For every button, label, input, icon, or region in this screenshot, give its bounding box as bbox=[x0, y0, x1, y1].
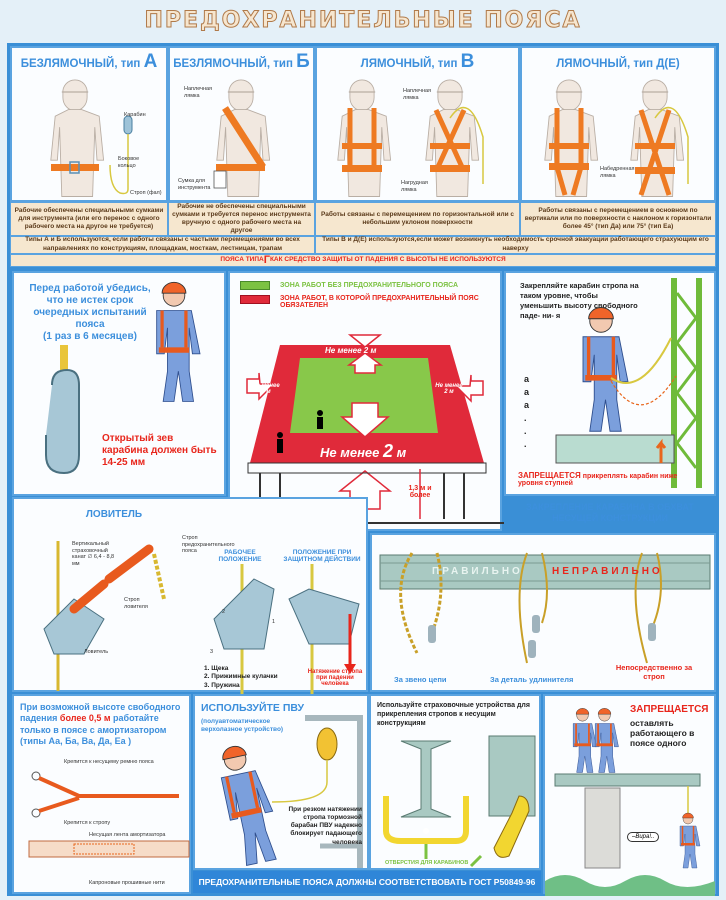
pvu-subtitle: (полуавтоматическое верхолазное устройст… bbox=[201, 718, 284, 734]
alone-panel: ЗАПРЕЩАЕТСЯ оставлять работающего в пояс… bbox=[543, 694, 716, 896]
inspection-text: Перед работой убедись, что не истек срок… bbox=[29, 283, 151, 342]
pvu-text: При резком натяжении стропа тормозной ба… bbox=[288, 806, 363, 846]
harness-back-illustration bbox=[425, 79, 484, 198]
carabiner-icon bbox=[45, 345, 80, 475]
part-number-3: 3 bbox=[210, 649, 214, 655]
type-b-description: Рабочие не обеспечены специальными сумка… bbox=[168, 202, 315, 236]
caption-extender: За деталь удлинителя bbox=[490, 675, 574, 684]
label-chest-strap: Нагрудная лямка bbox=[401, 180, 428, 193]
speech-bubble: –Вира!.. bbox=[627, 832, 660, 842]
type-a-heading: БЕЗЛЯМОЧНЫЙ, тип А bbox=[20, 51, 158, 72]
label-lanyard: Строп (фал) bbox=[130, 190, 162, 196]
gost-footer: ПРЕДОХРАНИТЕЛЬНЫЕ ПОЯСА ДОЛЖНЫ СООТВЕТСТ… bbox=[193, 871, 541, 893]
label-belt-lanyard: Строп предохранительного пояса bbox=[182, 535, 235, 555]
catcher-heading: ЛОВИТЕЛЬ bbox=[85, 509, 143, 520]
usage-vd-note: Типы В и Д(Е) используются,если может во… bbox=[315, 236, 716, 254]
devices-panel: Используйте страховочные устройства для … bbox=[369, 694, 541, 870]
type-d-description: Работы связаны с перемещением в основном… bbox=[520, 202, 716, 236]
label-attach-lanyard: Крепится к стропу bbox=[64, 820, 111, 826]
type-d-panel: ЛЯМОЧНЫЙ, тип Д(Е) Набедренная лямка bbox=[520, 46, 716, 202]
mannequin-illustration bbox=[50, 79, 105, 198]
type-a-panel: БЕЗЛЯМОЧНЫЙ, тип А Карабин Боковое кольц… bbox=[10, 46, 168, 202]
carabiner-holes-label: ОТВЕРСТИЯ ДЛЯ КАРАБИНОВ bbox=[385, 860, 469, 866]
legend-green-swatch bbox=[240, 281, 270, 290]
hanging-worker-illustration bbox=[679, 812, 701, 869]
legend-red-label: ЗОНА РАБОТ, В КОТОРОЙ ПРЕДОХРАНИТЕЛЬНЫЙ … bbox=[280, 295, 479, 309]
wrap-panel: ПРАВИЛЬНО НЕПРАВИЛЬНО За звено цепи За д… bbox=[370, 533, 716, 692]
alone-forbid: ЗАПРЕЩАЕТСЯ bbox=[630, 704, 709, 715]
catcher-panel: ЛОВИТЕЛЬ Вертикальный страховочный канат… bbox=[12, 497, 368, 694]
caption-direct-lanyard: Непосредственно за строп bbox=[615, 663, 693, 681]
bridge-scene-illustration bbox=[545, 773, 715, 896]
mannequin-illustration bbox=[213, 79, 271, 198]
pvu-illustration bbox=[271, 715, 363, 868]
label-vertical-rope: Вертикальный страховочный канат ∅ 6,4 - … bbox=[72, 541, 115, 567]
alone-text: оставлять работающего в поясе одного bbox=[630, 718, 695, 749]
label-shoulder-strap: Наплечная лямка bbox=[403, 88, 432, 101]
beam-wrap-illustration bbox=[379, 552, 711, 664]
harness-front-illustration bbox=[544, 79, 599, 198]
label-side-ring: Боковое кольцо bbox=[118, 156, 140, 169]
legend-green-label: ЗОНА РАБОТ БЕЗ ПРЕДОХРАНИТЕЛЬНОГО ПОЯСА bbox=[280, 282, 459, 289]
lanyard-carabiner-icon bbox=[109, 115, 133, 195]
protective-position-label: ПОЛОЖЕНИЕ ПРИ ЗАЩИТНОМ ДЕЙСТВИИ bbox=[283, 549, 361, 563]
min-distance-bottom: Не менее 2 м bbox=[320, 441, 407, 461]
pvu-panel: ИСПОЛЬЗУЙТЕ ПВУ (полуавтоматическое верх… bbox=[193, 694, 369, 870]
absorber-panel: При возможной высоте свободного падения … bbox=[12, 694, 191, 894]
label-attach-belt: Крепится к несущему ремню пояса bbox=[64, 759, 154, 765]
type-a-description: Рабочие обеспечены специальными сумками … bbox=[10, 202, 168, 236]
label-tool-bag: Сумка для инструмента bbox=[178, 178, 211, 191]
harness-front-illustration bbox=[337, 79, 392, 198]
work-zones-panel: ЗОНА РАБОТ БЕЗ ПРЕДОХРАНИТЕЛЬНОГО ПОЯСА … bbox=[228, 271, 504, 531]
incorrect-label: НЕПРАВИЛЬНО bbox=[552, 566, 663, 577]
pvu-heading: ИСПОЛЬЗУЙТЕ ПВУ bbox=[201, 702, 305, 714]
usage-ab-note: Типы А и Б используются, если работы свя… bbox=[10, 236, 315, 254]
label-thigh-strap: Набедренная лямка bbox=[600, 166, 635, 179]
correct-label: ПРАВИЛЬНО bbox=[432, 566, 523, 577]
type-g-warning: ПОЯСА ТИПА Г КАК СРЕДСТВО ЗАЩИТЫ ОТ ПАДЕ… bbox=[10, 254, 716, 267]
label-catcher-lanyard: Строп ловителя bbox=[124, 597, 148, 610]
attach-level-text: Закрепляйте карабин стропа на таком уров… bbox=[520, 281, 639, 321]
type-b-panel: БЕЗЛЯМОЧНЫЙ, тип Б Наплечная лямка Сумка… bbox=[168, 46, 315, 202]
min-distance-right: Не менее 2 м bbox=[435, 383, 463, 395]
wrap-heading: ЗАКРЕПЛЕНИЕ КАРАБИНА В ОБХВАТ НЕСУЩЕЙ КО… bbox=[526, 502, 694, 523]
worker-illustration bbox=[124, 278, 224, 408]
type-v-panel: ЛЯМОЧНЫЙ, тип В Наплечная лямка Нагрудна… bbox=[315, 46, 520, 202]
poster-title: ПРЕДОХРАНИТЕЛЬНЫЕ ПОЯСА bbox=[144, 8, 582, 34]
height-label: 1,3 м и более bbox=[408, 485, 432, 499]
platform-diagram bbox=[230, 334, 504, 524]
label-carabiner: Карабин bbox=[124, 112, 146, 118]
ladder-beam-illustration bbox=[555, 278, 702, 488]
type-b-heading: БЕЗЛЯМОЧНЫЙ, тип Б bbox=[173, 51, 310, 72]
label-catcher: Ловитель bbox=[84, 649, 109, 655]
type-v-description: Работы связаны с перемещением по горизон… bbox=[315, 202, 520, 236]
type-d-heading: ЛЯМОЧНЫЙ, тип Д(Е) bbox=[556, 58, 680, 70]
shock-absorber-illustration bbox=[28, 771, 190, 858]
part-number-2: 2 bbox=[222, 609, 226, 615]
attach-forbid-text: ЗАПРЕЩАЕТСЯ прикреплять карабин ниже уро… bbox=[518, 471, 678, 487]
min-distance-top: Не менее 2 м bbox=[325, 346, 377, 355]
attach-level-panel: Закрепляйте карабин стропа на таком уров… bbox=[504, 271, 716, 496]
clamp-devices-illustration bbox=[383, 735, 536, 868]
working-position-label: РАБОЧЕЕ ПОЛОЖЕНИЕ bbox=[218, 549, 262, 563]
inspection-panel: Перед работой убедись, что не истек срок… bbox=[12, 271, 226, 496]
part-number-1: 1 bbox=[272, 619, 276, 625]
type-v-heading: ЛЯМОЧНЫЙ, тип В bbox=[360, 51, 475, 72]
tension-label: Натяжение стропа при падении человека bbox=[307, 669, 363, 687]
label-nylon-threads: Капроновые прошивные нити bbox=[89, 880, 165, 886]
label-absorber-tape: Несущая лента амортизатора bbox=[89, 832, 166, 838]
harness-back-illustration bbox=[630, 79, 689, 198]
catcher-illustration bbox=[43, 541, 360, 694]
min-distance-left: Не менее 2 м bbox=[252, 383, 280, 395]
absorber-text: При возможной высоте свободного падения … bbox=[20, 702, 181, 746]
falling-worker-illustration bbox=[200, 741, 290, 871]
devices-text: Используйте страховочные устройства для … bbox=[377, 702, 530, 727]
caption-chain-link: За звено цепи bbox=[394, 675, 447, 684]
legend-red-swatch bbox=[240, 295, 270, 304]
carabiner-gap-note: Открытый зев карабина должен быть 14-25 … bbox=[102, 433, 217, 468]
label-shoulder-strap: Наплечная лямка bbox=[184, 86, 213, 99]
